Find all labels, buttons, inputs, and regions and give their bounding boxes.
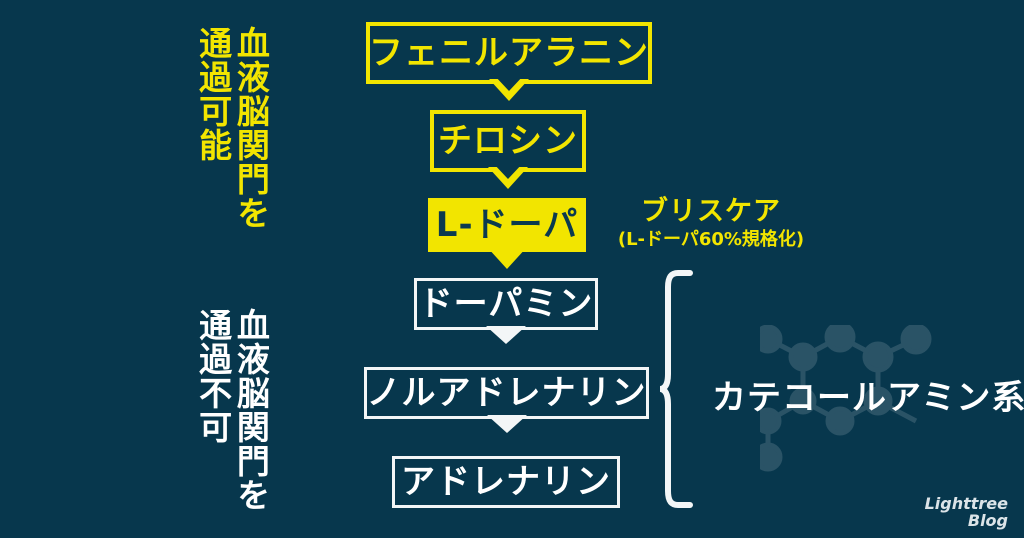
side-label-bbb-permeable: 血液脳関門を 通過可能 <box>193 26 271 230</box>
arrow-down-icon <box>487 247 527 269</box>
side-label-bbb-impermeable: 血液脳関門を 通過不可 <box>193 308 271 512</box>
arrow-down-icon <box>486 415 527 433</box>
flow-node-label: ドーパミン <box>418 284 594 324</box>
flow-node-label: フェニルアラニン <box>369 33 649 73</box>
flow-node-tyrosine: チロシン <box>430 110 586 189</box>
flow-node-adrenaline: アドレナリン <box>392 456 620 508</box>
watermark: Lighttree Blog <box>925 496 1008 530</box>
side-label-column-primary: 血液脳関門を <box>231 26 271 230</box>
arrow-down-icon <box>486 326 526 344</box>
flow-node-label: チロシン <box>438 121 578 161</box>
annotation-brisk-care: ブリスケア (L-ドーパ60%規格化) <box>596 196 826 251</box>
annotation-title: ブリスケア <box>641 196 781 227</box>
watermark-line-2: Blog <box>967 511 1008 531</box>
side-label-column-secondary: 通過不可 <box>193 308 233 444</box>
flow-node-phenylalanine: フェニルアラニン <box>366 22 652 101</box>
watermark-line-1: Lighttree <box>924 494 1008 514</box>
flow-node-noradrenaline: ノルアドレナリン <box>364 367 649 433</box>
flow-node-dopamine: ドーパミン <box>414 278 598 344</box>
side-label-column-primary: 血液脳関門を <box>231 308 271 512</box>
annotation-subtitle: (L-ドーパ60%規格化) <box>617 229 805 251</box>
flow-node-label: アドレナリン <box>401 462 611 502</box>
flow-node-label: L-ドーパ <box>435 205 579 245</box>
flow-node-label: ノルアドレナリン <box>366 373 647 413</box>
side-label-column-secondary: 通過可能 <box>193 26 233 162</box>
group-label-catecholamines: カテコールアミン系 <box>712 378 1024 418</box>
flow-node-l-dopa: L-ドーパ <box>428 198 586 269</box>
curly-brace-icon <box>660 270 693 508</box>
arrow-down-icon-cut <box>493 163 523 179</box>
arrow-down-icon-cut <box>494 75 524 91</box>
